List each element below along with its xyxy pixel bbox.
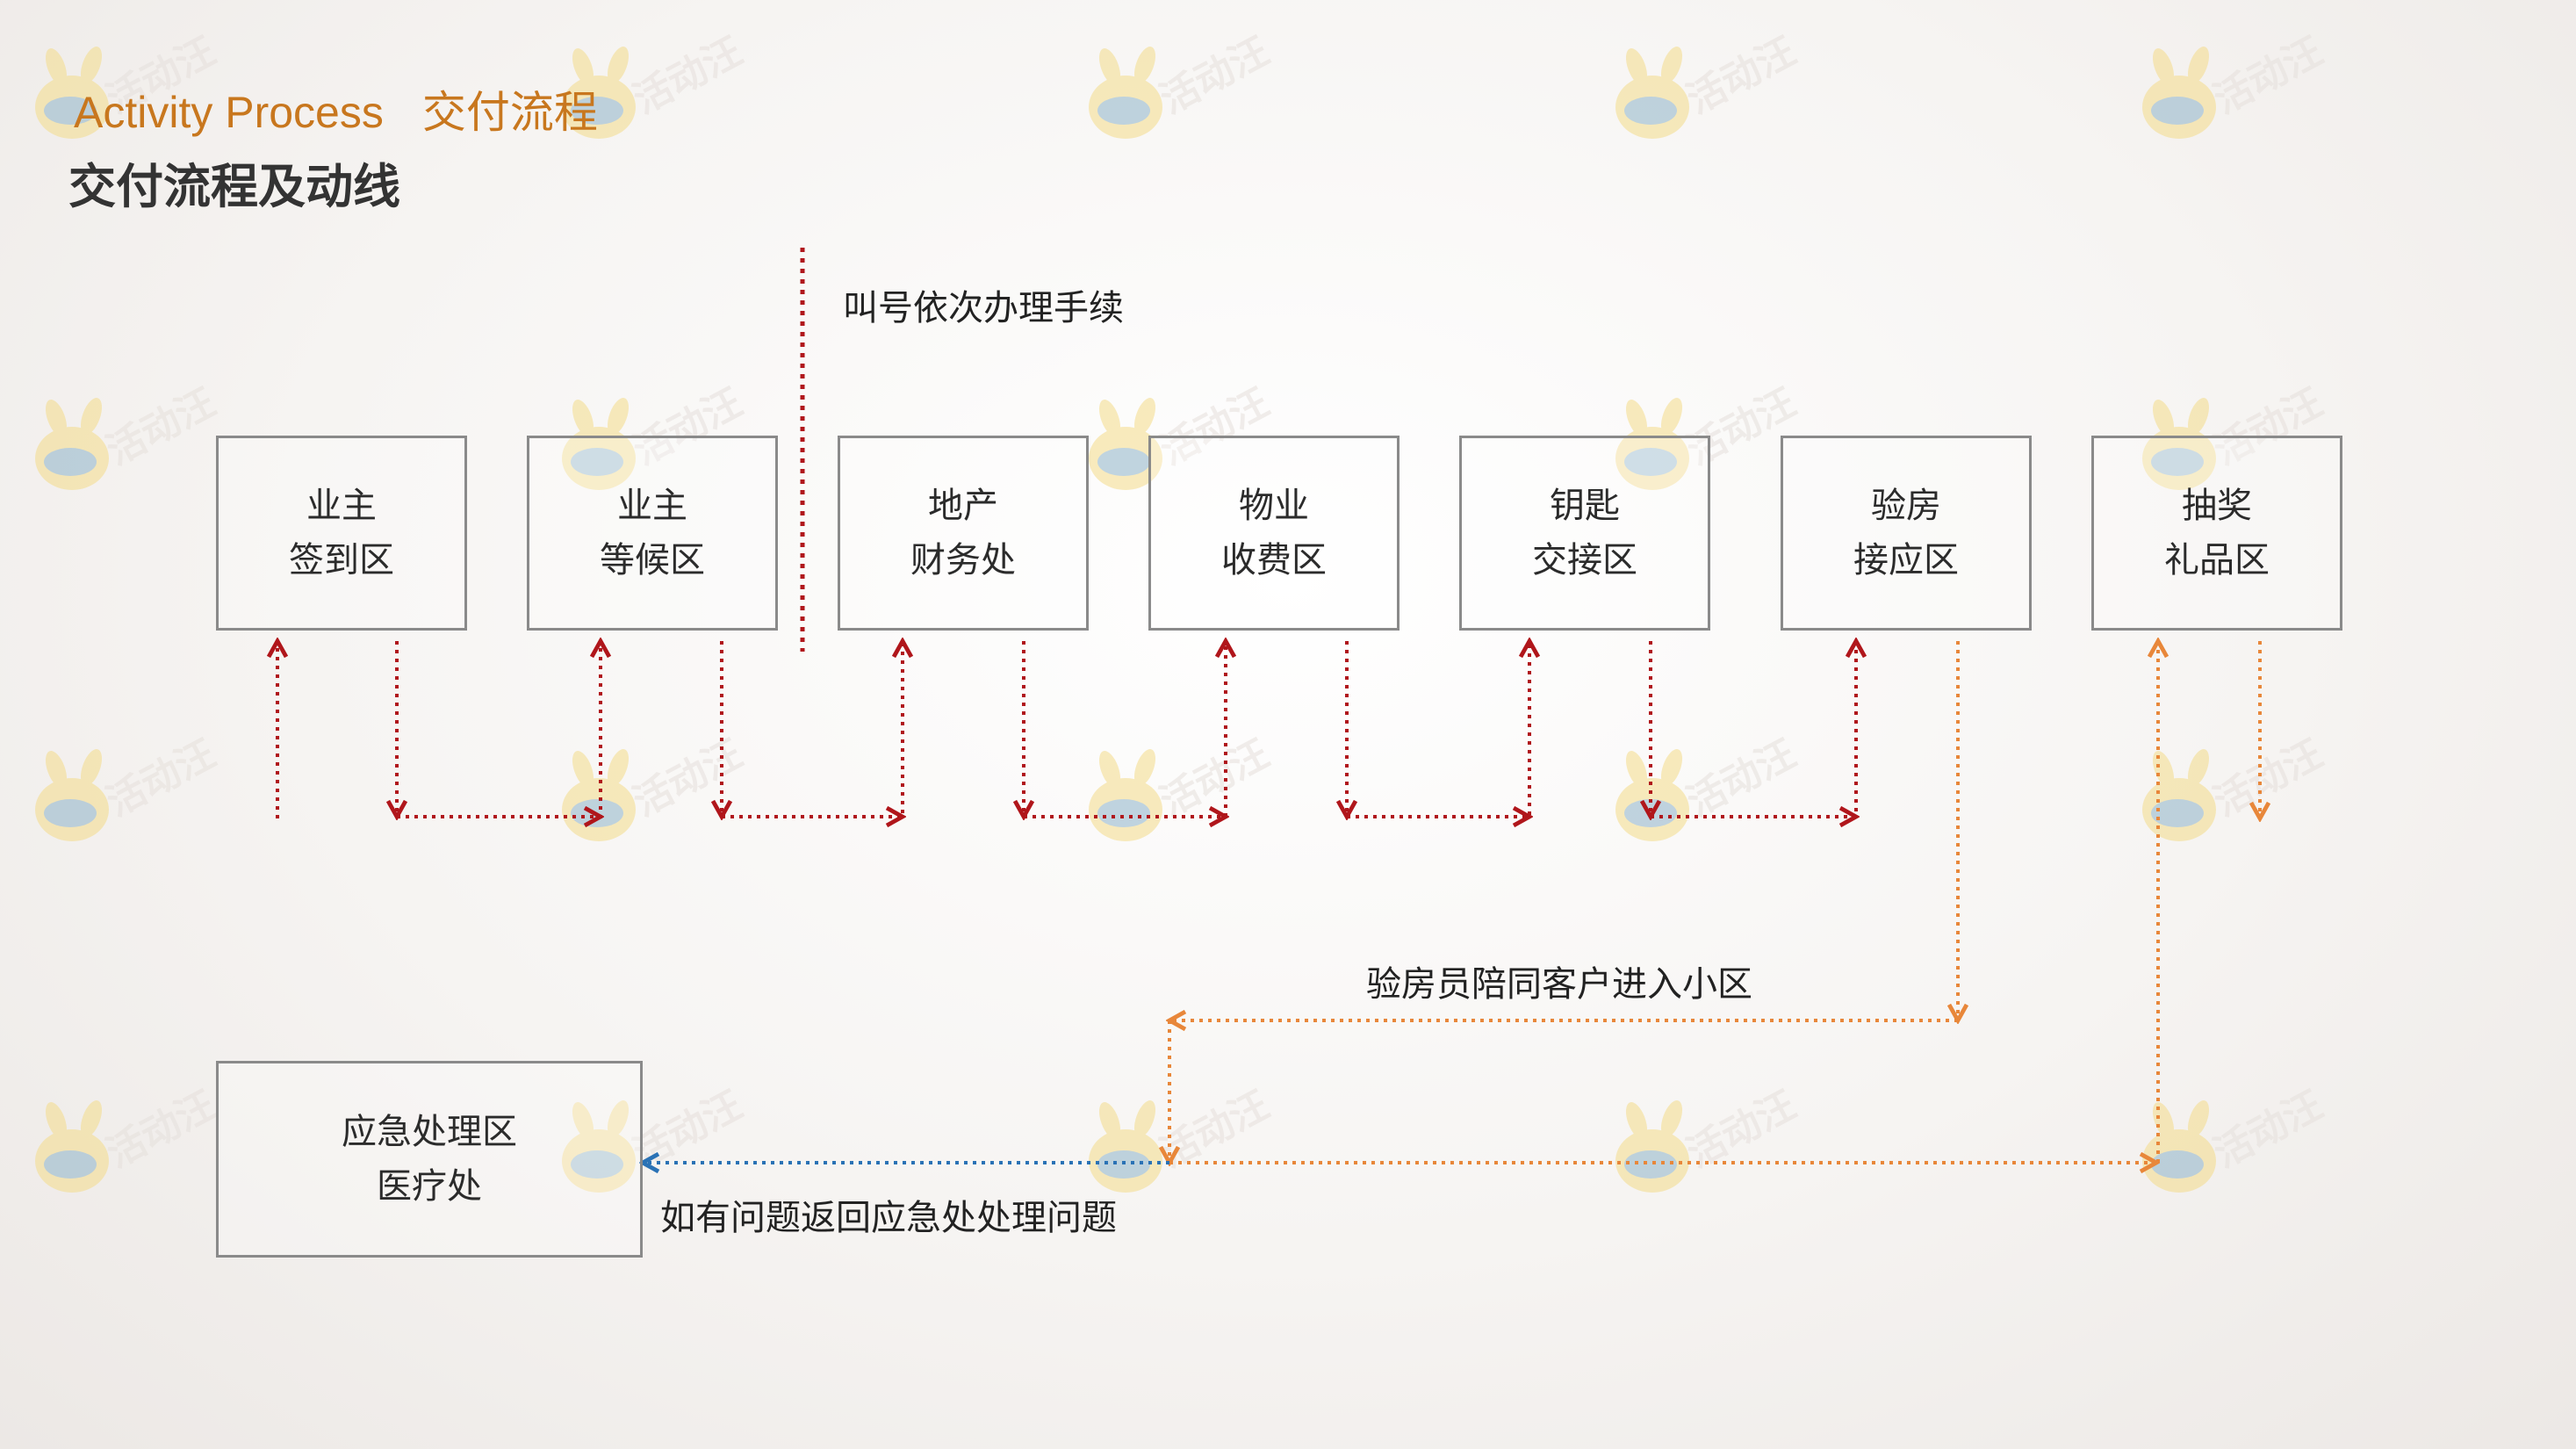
station-emergency-line2: 医疗处 [377, 1166, 482, 1207]
station-finance-line1: 地产 [928, 486, 998, 526]
header-english: Activity Process 交付流程 [74, 77, 637, 141]
flow-fee-to-key [1345, 641, 1529, 818]
station-inspection: 验房 接应区 [1781, 436, 2032, 631]
station-inspection-line2: 接应区 [1853, 540, 1959, 580]
flow-key-to-inspection [1649, 641, 1856, 818]
station-key-handover-line2: 交接区 [1532, 540, 1637, 580]
station-signin-line2: 签到区 [289, 540, 394, 580]
english-title: Activity Process [74, 88, 384, 137]
station-emergency: 应急处理区 医疗处 [216, 1061, 643, 1258]
problem-note: 如有问题返回应急处处理问题 [660, 1198, 1117, 1238]
station-signin: 业主 签到区 [216, 436, 467, 631]
station-property-fee-line1: 物业 [1239, 486, 1309, 526]
station-gift-line1: 抽奖 [2182, 486, 2252, 526]
station-property-fee-line2: 收费区 [1221, 540, 1327, 580]
flow-waiting-to-finance [720, 641, 903, 818]
station-key-handover: 钥匙 交接区 [1459, 436, 1710, 631]
queue-note: 叫号依次办理手续 [843, 288, 1124, 328]
page-title: 交付流程及动线 [68, 159, 400, 214]
station-finance-line2: 财务处 [910, 540, 1016, 580]
station-inspection-line1: 验房 [1871, 486, 1941, 526]
station-finance: 地产 财务处 [838, 436, 1089, 631]
chinese-title: 交付流程 [421, 88, 598, 137]
station-waiting-line1: 业主 [617, 486, 687, 526]
station-waiting-line2: 等候区 [600, 540, 705, 580]
station-emergency-line1: 应急处理区 [342, 1112, 517, 1152]
station-key-handover-line1: 钥匙 [1550, 486, 1620, 526]
station-gift-line2: 礼品区 [2164, 540, 2270, 580]
station-property-fee: 物业 收费区 [1148, 436, 1400, 631]
station-waiting: 业主 等候区 [527, 436, 778, 631]
station-signin-line1: 业主 [306, 486, 377, 526]
inspector-note: 验房员陪同客户进入小区 [1366, 964, 1752, 1005]
flow-signin-to-waiting [395, 641, 601, 818]
flow-finance-to-fee [1022, 641, 1226, 818]
station-gift: 抽奖 礼品区 [2091, 436, 2342, 631]
